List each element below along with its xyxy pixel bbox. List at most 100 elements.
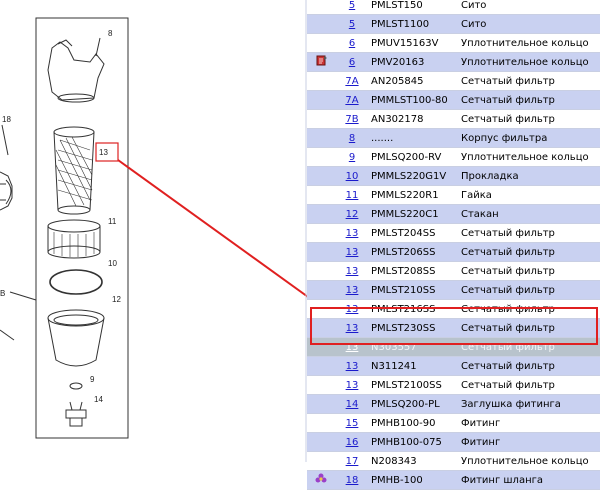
row-icon-cell xyxy=(307,14,335,34)
part-number-cell: PMMLS220G1V xyxy=(369,166,459,186)
ref-number-link[interactable]: 13 xyxy=(345,322,359,334)
row-icon-cell xyxy=(307,185,335,205)
part-number-cell: PMHB-100 xyxy=(369,470,459,490)
ref-number-link[interactable]: 13 xyxy=(345,303,359,315)
ref-number-cell: 13 xyxy=(335,261,369,281)
row-icon-cell xyxy=(307,128,335,148)
part-number-cell: PMMLS220C1 xyxy=(369,204,459,224)
part-number-cell: N208343 xyxy=(369,451,459,471)
part-number-cell: PMLST206SS xyxy=(369,242,459,262)
hose-fitting-partial xyxy=(0,124,13,211)
description-cell: Сетчатый фильтр xyxy=(459,337,600,357)
ref-number-link[interactable]: 13 xyxy=(345,360,359,372)
row-icon-cell xyxy=(307,337,335,357)
ref-number-link[interactable]: 13 xyxy=(345,227,359,239)
ref-number-link[interactable]: 7A xyxy=(345,75,359,87)
part-number-cell: PMLST208SS xyxy=(369,261,459,281)
ref-number-link[interactable]: 7B xyxy=(345,113,359,125)
parts-row[interactable]: 8.......Корпус фильтра xyxy=(307,128,600,148)
assembly-frame xyxy=(35,17,129,439)
ref-number-link[interactable]: 9 xyxy=(348,151,356,163)
part-number-cell: PMLST216SS xyxy=(369,299,459,319)
row-icon-cell xyxy=(307,432,335,452)
ref-number-link[interactable]: 13 xyxy=(345,284,359,296)
part-number-cell: AN302178 xyxy=(369,109,459,129)
ref-number-cell: 13 xyxy=(335,242,369,262)
part-number-cell: PMLSQ200-RV xyxy=(369,147,459,167)
ref-number-link[interactable]: 6 xyxy=(348,56,356,68)
ref-number-cell: 7A xyxy=(335,90,369,110)
part-number-cell: PMUV15163V xyxy=(369,33,459,53)
ref-number-link[interactable]: 17 xyxy=(345,455,359,467)
ref-number-link[interactable]: 16 xyxy=(345,436,359,448)
ref-number-cell: 13 xyxy=(335,299,369,319)
ref-number-cell: 7B xyxy=(335,109,369,129)
ref-number-cell: 13 xyxy=(335,356,369,376)
ref-number-link[interactable]: 13 xyxy=(345,265,359,277)
ref-number-link[interactable]: 5 xyxy=(348,18,356,30)
note-icon[interactable] xyxy=(316,55,327,69)
description-cell: Сетчатый фильтр xyxy=(459,109,600,129)
filter-nut xyxy=(47,219,101,259)
callout-8: 8 xyxy=(108,29,113,38)
row-icon-cell xyxy=(307,375,335,395)
row-icon-cell xyxy=(307,356,335,376)
part-number-cell: ....... xyxy=(369,128,459,148)
ref-number-link[interactable]: 13 xyxy=(345,246,359,258)
ref-number-link[interactable]: 7A xyxy=(345,94,359,106)
ref-number-link[interactable]: 5 xyxy=(348,0,356,11)
ref-number-link[interactable]: 13 xyxy=(345,341,359,353)
ref-number-link[interactable]: 6 xyxy=(348,37,356,49)
ref-number-link[interactable]: 15 xyxy=(345,417,359,429)
ref-number-link[interactable]: 13 xyxy=(345,379,359,391)
o-ring xyxy=(69,382,83,390)
ref-number-link[interactable]: 10 xyxy=(345,170,359,182)
ref-number-link[interactable]: 14 xyxy=(345,398,359,410)
description-cell: Гайка xyxy=(459,185,600,205)
ref-number-link[interactable]: 11 xyxy=(345,189,359,201)
part-number-cell: PMHB100-90 xyxy=(369,413,459,433)
description-cell: Корпус фильтра xyxy=(459,128,600,148)
flower-icon[interactable] xyxy=(315,473,327,488)
row-icon-cell xyxy=(307,470,335,490)
description-cell: Уплотнительное кольцо xyxy=(459,147,600,167)
ref-number-link[interactable]: 12 xyxy=(345,208,359,220)
ref-number-link[interactable]: 8 xyxy=(348,132,356,144)
callout-b: B xyxy=(0,289,5,298)
description-cell: Уплотнительное кольцо xyxy=(459,451,600,471)
row-icon-cell xyxy=(307,413,335,433)
description-cell: Сетчатый фильтр xyxy=(459,280,600,300)
ref-number-cell: 9 xyxy=(335,147,369,167)
row-icon-cell xyxy=(307,71,335,91)
description-cell: Сито xyxy=(459,0,600,15)
filter-bowl xyxy=(47,309,105,367)
ref-number-link[interactable]: 18 xyxy=(345,474,359,486)
ref-number-cell: 6 xyxy=(335,52,369,72)
description-cell: Сетчатый фильтр xyxy=(459,318,600,338)
